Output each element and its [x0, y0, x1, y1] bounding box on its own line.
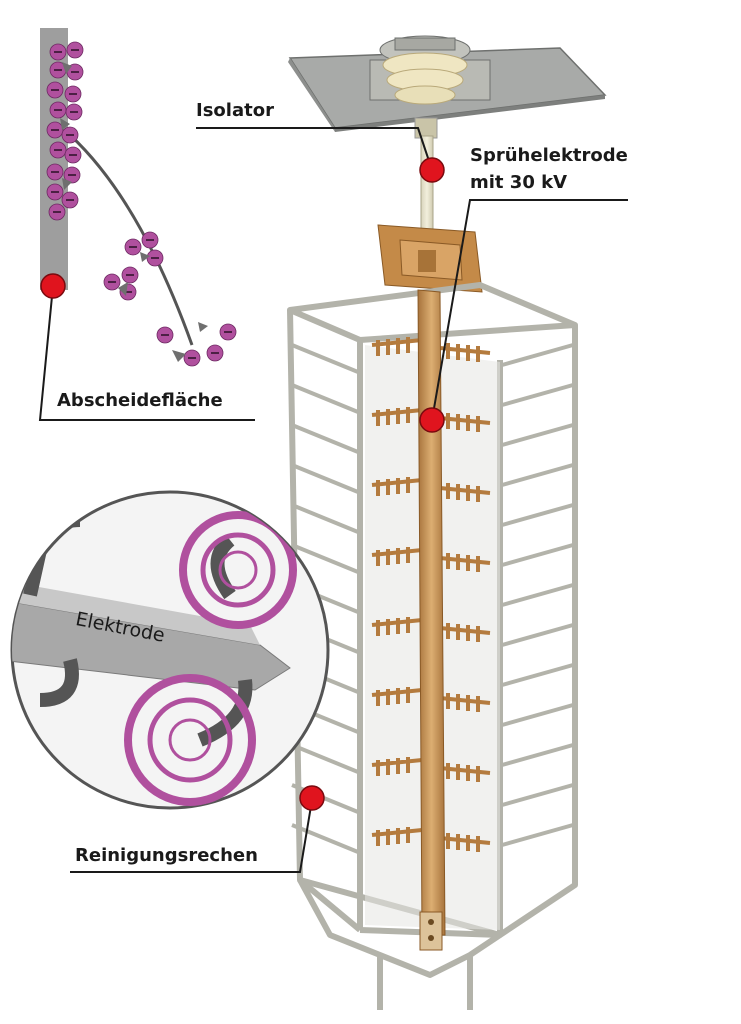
spray-electrode-bar — [417, 289, 446, 951]
charge-minus-signs — [51, 49, 232, 359]
rake-rungs-right — [501, 343, 574, 847]
label-isolator: Isolator — [196, 100, 274, 121]
insulator-head — [369, 35, 491, 105]
marker-collector — [40, 273, 66, 299]
leader-lines — [38, 127, 628, 873]
dust-particles — [60, 62, 208, 362]
charged-particles — [46, 41, 237, 367]
electrode-bracket — [377, 224, 483, 293]
label-cleaning-rake: Reinigungsrechen — [75, 845, 258, 866]
marker-spray-electrode — [419, 407, 445, 433]
marker-cleaning-rake — [299, 785, 325, 811]
label-spray-voltage: mit 30 kV — [470, 172, 568, 193]
marker-isolator — [419, 157, 445, 183]
spray-electrode-combs — [371, 337, 491, 852]
ionization-rings — [124, 511, 297, 806]
label-spray-electrode: Sprühelektrode — [470, 145, 628, 166]
label-collector-surface: Abscheidefläche — [57, 390, 223, 411]
detail-magnifier — [10, 490, 330, 810]
red-markers — [40, 157, 445, 811]
